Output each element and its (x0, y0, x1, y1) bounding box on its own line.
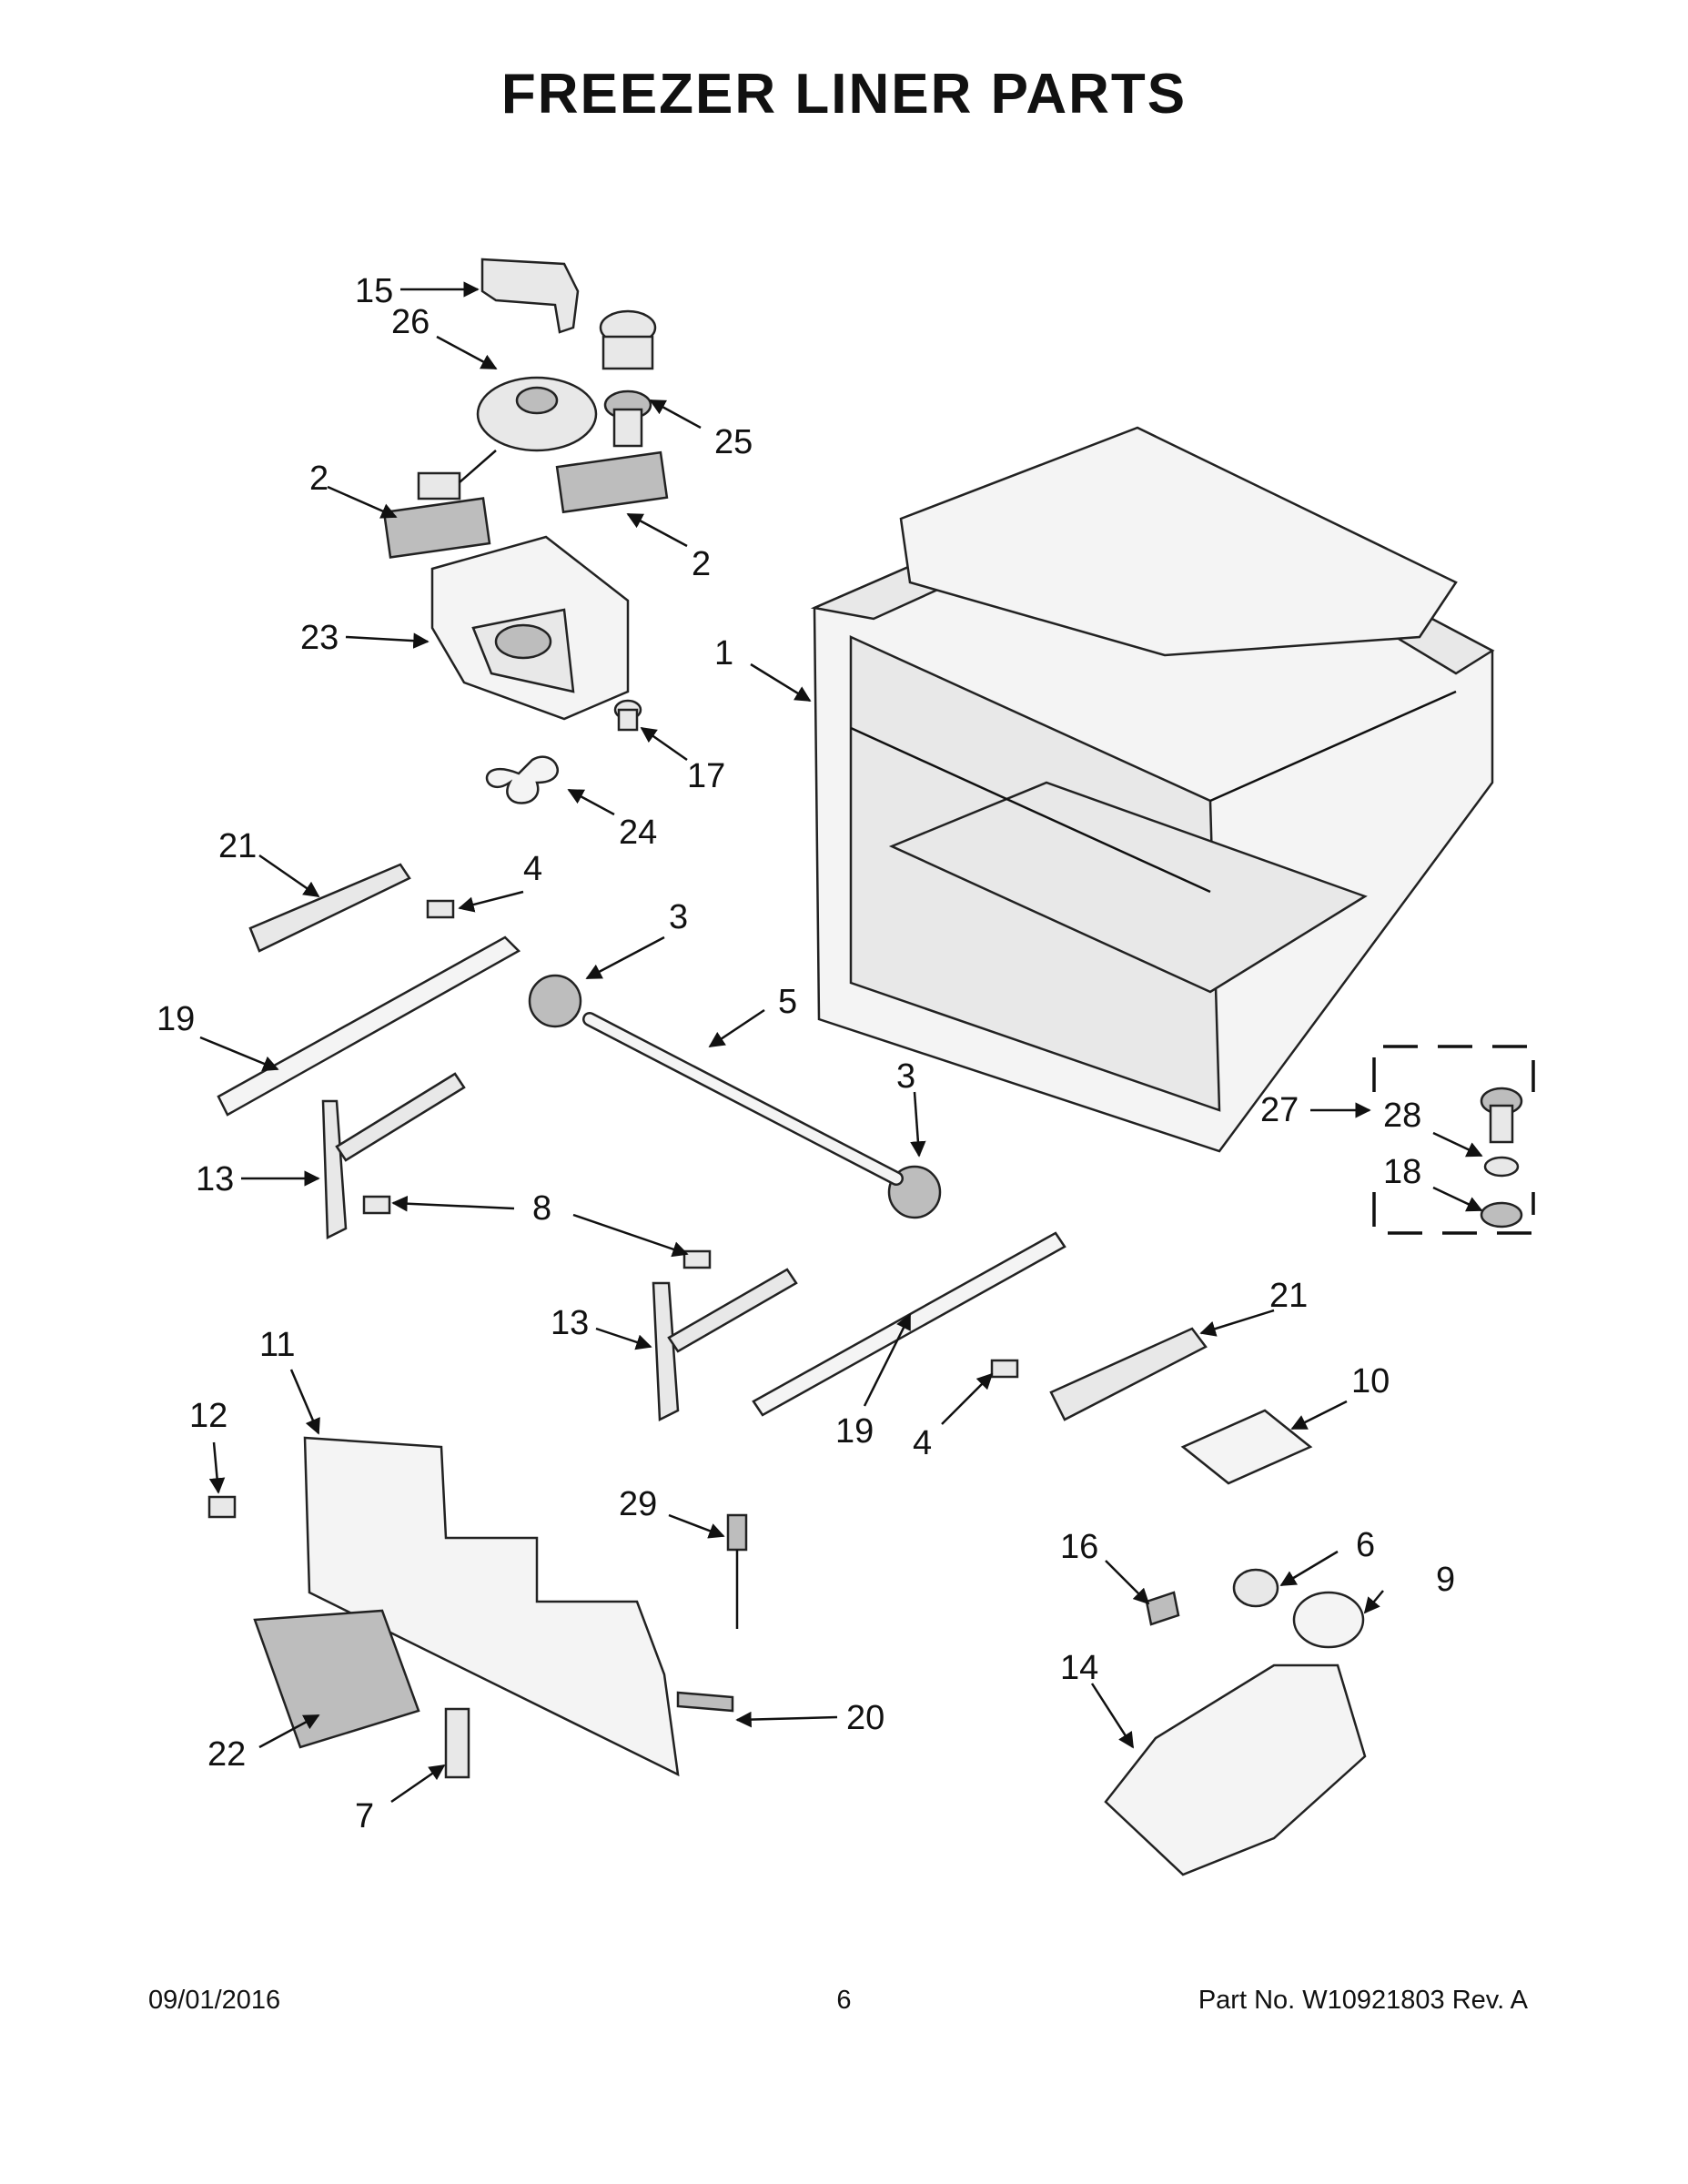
callout-12: 12 (189, 1397, 227, 1435)
footer-part-number: Part No. W10921803 Rev. A (1198, 1986, 1528, 2015)
callout-4a: 4 (523, 850, 542, 888)
callout-16: 16 (1060, 1528, 1098, 1566)
page-title: FREEZER LINER PARTS (500, 63, 1188, 126)
callout-2b: 2 (692, 545, 711, 583)
kit-part-27 (1480, 1087, 1523, 1228)
bracket-part-15 (480, 258, 580, 334)
callout-26: 26 (391, 303, 430, 341)
callout-29: 29 (619, 1485, 657, 1523)
gear-part-3a (528, 974, 582, 1028)
rail-bracket-arm-13b (667, 1268, 798, 1353)
callout-8: 8 (532, 1189, 551, 1228)
drawer-rail-part-19b (752, 1231, 1066, 1417)
callout-numbers: 15 26 25 2 2 23 1 17 24 21 4 3 5 19 3 27… (157, 272, 1455, 1835)
fan-blade-part-24 (485, 755, 559, 804)
rail-bracket-part-13b (652, 1281, 680, 1421)
slide-rail-part-21a (248, 863, 411, 953)
callout-20: 20 (846, 1699, 884, 1737)
freezer-liner-part (810, 426, 1495, 1153)
foam-block-part-2a (382, 497, 491, 559)
leader-lines (199, 281, 1483, 1804)
slide-rail-part-21b (1049, 1327, 1208, 1421)
callout-21b: 21 (1269, 1277, 1308, 1315)
screw-part-12 (207, 1495, 237, 1519)
footer-page-number: 6 (836, 1986, 852, 2015)
callout-18: 18 (1383, 1153, 1421, 1191)
callout-23: 23 (300, 619, 339, 657)
bracket-part-7 (444, 1707, 470, 1779)
callout-22: 22 (207, 1735, 246, 1774)
screw-part-4b (990, 1359, 1019, 1379)
callout-4b: 4 (913, 1424, 932, 1462)
damper-part-25 (599, 309, 657, 448)
kit-dashed-box (1372, 1045, 1535, 1235)
rail-bracket-arm-13a (335, 1072, 466, 1162)
callout-13a: 13 (196, 1160, 234, 1198)
screw-part-8b (682, 1249, 712, 1269)
grille-part-22 (253, 1609, 420, 1749)
callout-27: 27 (1260, 1091, 1299, 1129)
callout-9: 9 (1436, 1561, 1455, 1599)
footer-date: 09/01/2016 (148, 1986, 281, 2015)
callout-25: 25 (714, 423, 753, 461)
sensor-part-29 (726, 1513, 748, 1629)
callout-13b: 13 (551, 1304, 589, 1342)
callout-15: 15 (355, 272, 393, 310)
callout-17: 17 (687, 757, 725, 795)
fan-housing-part-23 (430, 535, 630, 721)
screw-part-8a (362, 1195, 391, 1215)
evaporator-cover-part-11 (303, 1436, 680, 1777)
callout-5: 5 (778, 983, 797, 1021)
foam-strip-part-20 (676, 1691, 734, 1713)
callout-19a: 19 (157, 1000, 195, 1038)
foam-block-part-2b (555, 450, 669, 514)
callout-21a: 21 (218, 827, 257, 865)
callout-3b: 3 (896, 1057, 915, 1096)
switch-part-16 (1145, 1591, 1180, 1626)
callout-6: 6 (1356, 1526, 1375, 1564)
bulb-part-9 (1292, 1591, 1365, 1649)
screw-part-17 (613, 699, 642, 732)
rail-bracket-part-13a (321, 1099, 348, 1239)
screw-part-4a (426, 899, 455, 919)
callout-19b: 19 (835, 1412, 874, 1451)
callout-2a: 2 (309, 460, 329, 498)
callout-1: 1 (714, 634, 733, 672)
callout-14: 14 (1060, 1649, 1098, 1687)
callout-28: 28 (1383, 1097, 1421, 1135)
callout-11: 11 (259, 1326, 295, 1364)
callout-24: 24 (619, 814, 657, 852)
label-part-10 (1180, 1409, 1313, 1485)
callout-7: 7 (355, 1797, 374, 1835)
callout-10: 10 (1351, 1362, 1390, 1400)
socket-part-6 (1232, 1568, 1279, 1608)
fan-motor-part-26 (417, 376, 598, 500)
callout-3a: 3 (669, 898, 688, 936)
drawer-rail-part-19a (217, 935, 521, 1117)
light-housing-part-14 (1104, 1663, 1367, 1876)
